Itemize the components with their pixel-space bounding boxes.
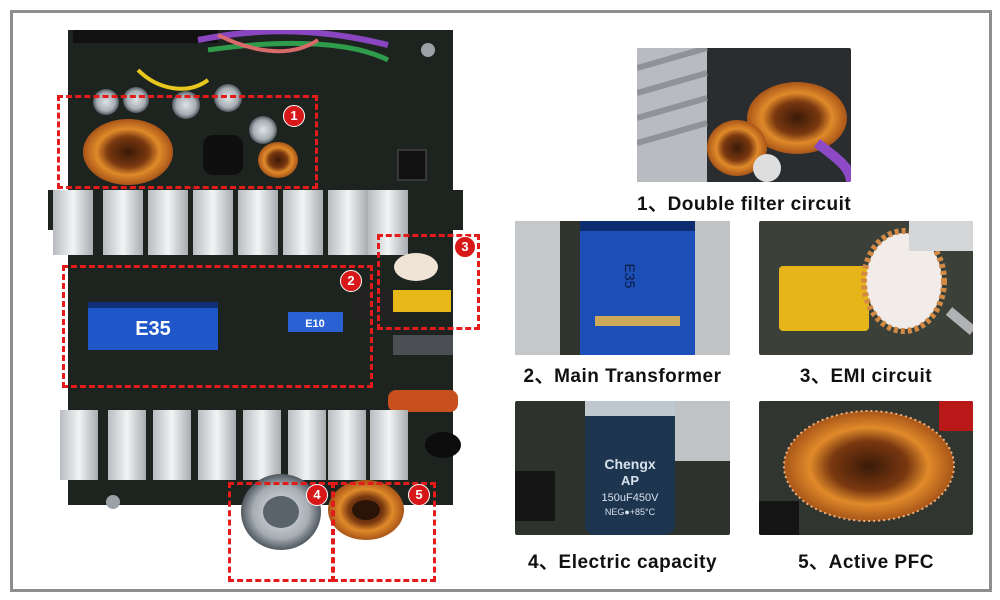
capacitor-series: AP bbox=[621, 473, 639, 488]
caption-double-filter: 1、Double filter circuit bbox=[637, 194, 852, 215]
callout-main-transformer bbox=[62, 265, 373, 388]
photo-active-pfc bbox=[759, 401, 973, 535]
callout-number-4: 4 bbox=[306, 484, 328, 506]
transformer-closeup-label: E35 bbox=[622, 264, 638, 289]
callout-number-3: 3 bbox=[454, 236, 476, 258]
photo-double-filter bbox=[637, 48, 851, 182]
capacitor-temp: NEG●+85°C bbox=[605, 507, 656, 517]
callout-pfc bbox=[332, 482, 436, 582]
callout-number-1: 1 bbox=[283, 105, 305, 127]
photo-emi-circuit bbox=[759, 221, 973, 355]
photo-electric-capacity: Chengx AP 150uF450V NEG●+85°C bbox=[515, 401, 730, 535]
caption-electric-capacity: 4、Electric capacity bbox=[527, 552, 718, 573]
callout-emi bbox=[377, 234, 480, 330]
capacitor-rating: 150uF450V bbox=[602, 492, 660, 504]
callout-double-filter bbox=[57, 95, 318, 189]
transformer-label: E35 bbox=[135, 318, 171, 340]
photo-main-transformer: E35 bbox=[515, 221, 730, 355]
callout-number-5: 5 bbox=[408, 484, 430, 506]
caption-emi-circuit: 3、EMI circuit bbox=[799, 366, 933, 387]
caption-main-transformer: 2、Main Transformer bbox=[523, 366, 722, 387]
caption-active-pfc: 5、Active PFC bbox=[798, 552, 934, 573]
small-transformer-label: E10 bbox=[305, 318, 325, 330]
callout-number-2: 2 bbox=[340, 270, 362, 292]
capacitor-brand: Chengx bbox=[604, 456, 656, 472]
